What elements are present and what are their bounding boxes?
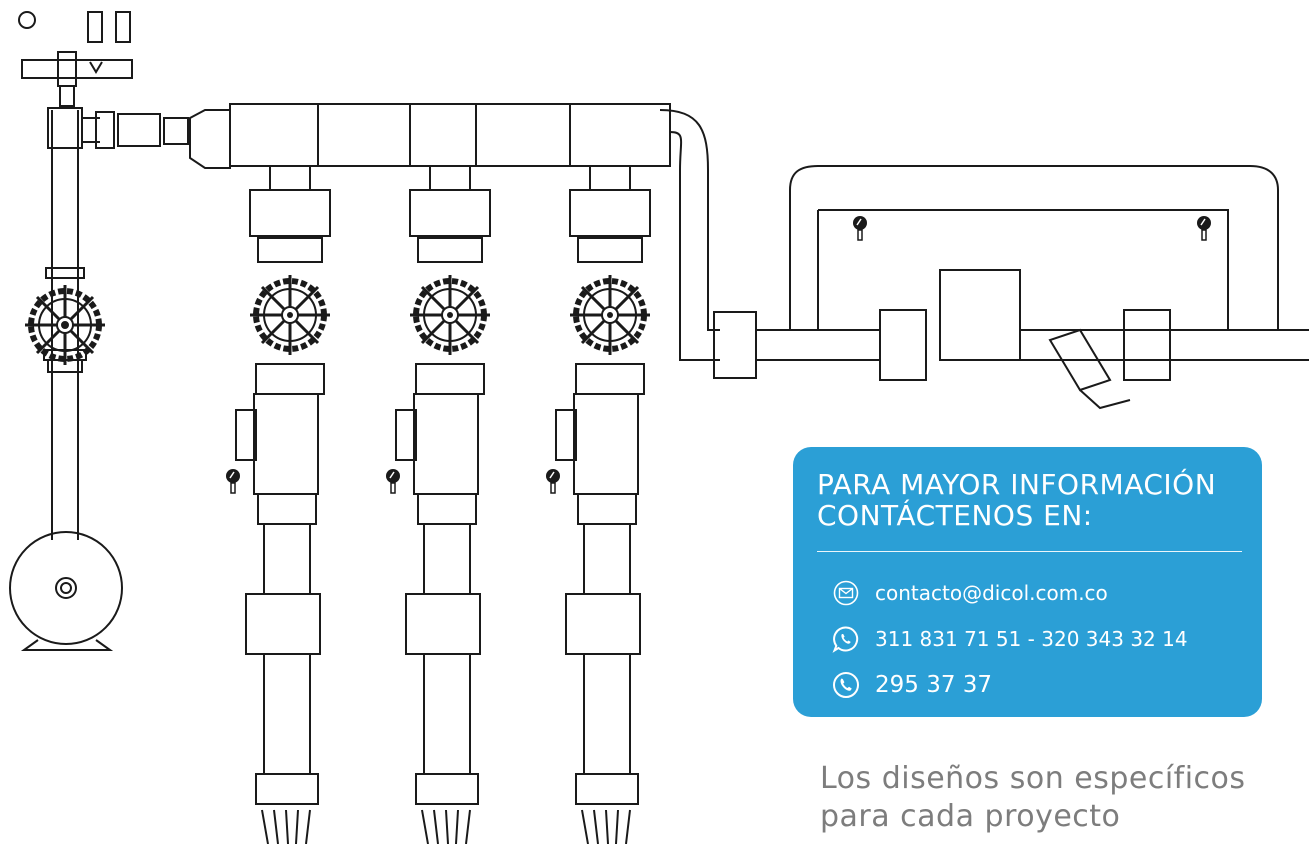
contact-heading: PARA MAYOR INFORMACIÓN CONTÁCTENOS EN: <box>817 469 1247 531</box>
envelope-icon <box>831 578 861 608</box>
phone-icon <box>831 670 861 700</box>
email-row[interactable]: contacto@dicol.com.co <box>831 575 1108 611</box>
landline-number[interactable]: 295 37 37 <box>875 672 993 698</box>
contact-card: PARA MAYOR INFORMACIÓN CONTÁCTENOS EN: c… <box>793 447 1262 717</box>
contact-heading-line1: PARA MAYOR INFORMACIÓN <box>817 468 1217 501</box>
mobile-row[interactable]: 311 831 71 51 - 320 343 32 14 <box>831 621 1188 657</box>
footnote-line2: para cada proyecto <box>820 799 1121 834</box>
landline-row[interactable]: 295 37 37 <box>831 667 992 703</box>
divider <box>817 551 1242 552</box>
mobile-numbers[interactable]: 311 831 71 51 - 320 343 32 14 <box>875 627 1188 651</box>
email-link[interactable]: contacto@dicol.com.co <box>875 581 1108 605</box>
footnote: Los diseños son específicos para cada pr… <box>820 760 1280 836</box>
footnote-line1: Los diseños son específicos <box>820 761 1246 796</box>
whatsapp-icon <box>831 624 861 654</box>
contact-heading-line2: CONTÁCTENOS EN: <box>817 499 1093 532</box>
